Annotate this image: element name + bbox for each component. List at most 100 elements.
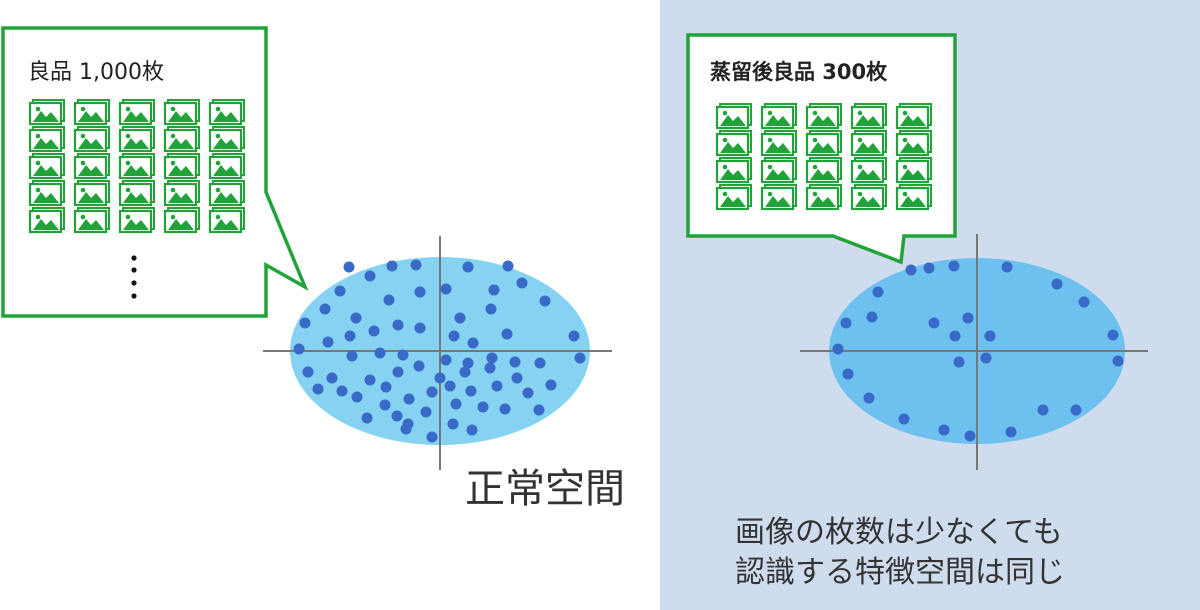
- feature-point: [948, 260, 960, 272]
- feature-point: [410, 259, 422, 271]
- landscape-picture-icon: [715, 103, 752, 130]
- landscape-picture-icon: [895, 130, 932, 157]
- feature-point: [1070, 404, 1082, 416]
- landscape-picture-icon: [118, 99, 155, 126]
- landscape-picture-icon: [760, 157, 797, 184]
- feature-point: [466, 424, 478, 436]
- feature-point: [462, 261, 474, 273]
- landscape-picture-icon: [163, 153, 200, 180]
- feature-point: [509, 356, 521, 368]
- feature-point: [574, 352, 586, 364]
- feature-point: [334, 285, 346, 297]
- feature-point: [336, 385, 348, 397]
- feature-point: [326, 372, 338, 384]
- feature-point: [462, 357, 474, 369]
- feature-point: [440, 354, 452, 366]
- feature-point: [949, 330, 961, 342]
- feature-point: [299, 317, 311, 329]
- feature-point: [444, 380, 456, 392]
- landscape-picture-icon: [118, 180, 155, 207]
- feature-point: [392, 366, 404, 378]
- landscape-picture-icon: [118, 153, 155, 180]
- feature-point: [426, 431, 438, 443]
- feature-point: [923, 262, 935, 274]
- feature-point: [962, 312, 974, 324]
- landscape-picture-icon: [805, 157, 842, 184]
- feature-point: [386, 260, 398, 272]
- feature-point: [350, 312, 362, 324]
- feature-point: [414, 286, 426, 298]
- landscape-picture-icon: [28, 126, 65, 153]
- feature-point: [379, 399, 391, 411]
- feature-point: [343, 261, 355, 273]
- feature-point: [1112, 355, 1124, 367]
- feature-point: [391, 410, 403, 422]
- feature-point: [928, 317, 940, 329]
- landscape-picture-icon: [163, 180, 200, 207]
- feature-point: [522, 387, 534, 399]
- landscape-picture-icon: [73, 153, 110, 180]
- landscape-picture-icon: [163, 126, 200, 153]
- landscape-picture-icon: [118, 126, 155, 153]
- feature-point: [938, 424, 950, 436]
- feature-point: [420, 406, 432, 418]
- landscape-picture-icon: [208, 99, 245, 126]
- feature-point: [454, 312, 466, 324]
- feature-point: [448, 330, 460, 342]
- left-image-icon-grid: [28, 99, 245, 234]
- feature-point: [434, 372, 446, 384]
- feature-point: [953, 356, 965, 368]
- feature-point: [863, 392, 875, 404]
- landscape-picture-icon: [715, 184, 752, 211]
- feature-point: [364, 374, 376, 386]
- feature-point: [312, 383, 324, 395]
- feature-point: [516, 277, 528, 289]
- feature-point: [545, 379, 557, 391]
- feature-point: [484, 362, 496, 374]
- feature-point: [842, 368, 854, 380]
- feature-point: [511, 372, 523, 384]
- landscape-picture-icon: [28, 153, 65, 180]
- feature-point: [397, 349, 409, 361]
- landscape-picture-icon: [163, 207, 200, 234]
- landscape-picture-icon: [805, 184, 842, 211]
- feature-point: [499, 403, 511, 415]
- feature-point: [1078, 296, 1090, 308]
- feature-point: [539, 295, 551, 307]
- feature-point: [322, 336, 334, 348]
- landscape-picture-icon: [73, 126, 110, 153]
- landscape-picture-icon: [28, 207, 65, 234]
- landscape-picture-icon: [73, 99, 110, 126]
- normal-space-label: 正常空間: [465, 466, 625, 512]
- landscape-picture-icon: [760, 184, 797, 211]
- feature-point: [488, 284, 500, 296]
- feature-point: [1005, 426, 1017, 438]
- feature-point: [364, 270, 376, 282]
- feature-point: [361, 412, 373, 424]
- landscape-picture-icon: [895, 184, 932, 211]
- left-feature-points: [293, 259, 586, 443]
- landscape-picture-icon: [73, 207, 110, 234]
- caption-line-1: 画像の枚数は少なくても: [735, 515, 1063, 550]
- landscape-picture-icon: [760, 130, 797, 157]
- feature-point: [1001, 261, 1013, 273]
- right-feature-points: [832, 260, 1124, 442]
- landscape-picture-icon: [850, 184, 887, 211]
- feature-point: [383, 294, 395, 306]
- feature-point: [840, 317, 852, 329]
- landscape-picture-icon: [118, 207, 155, 234]
- feature-point: [467, 337, 479, 349]
- feature-point: [898, 413, 910, 425]
- left-count-label: 良品 1,000枚: [28, 60, 164, 85]
- feature-point: [426, 386, 438, 398]
- landscape-picture-icon: [895, 103, 932, 130]
- landscape-picture-icon: [73, 180, 110, 207]
- feature-point: [403, 393, 415, 405]
- landscape-picture-icon: [208, 180, 245, 207]
- feature-point: [413, 360, 425, 372]
- feature-point: [450, 398, 462, 410]
- feature-point: [302, 366, 314, 378]
- feature-point: [319, 303, 331, 315]
- landscape-picture-icon: [715, 130, 752, 157]
